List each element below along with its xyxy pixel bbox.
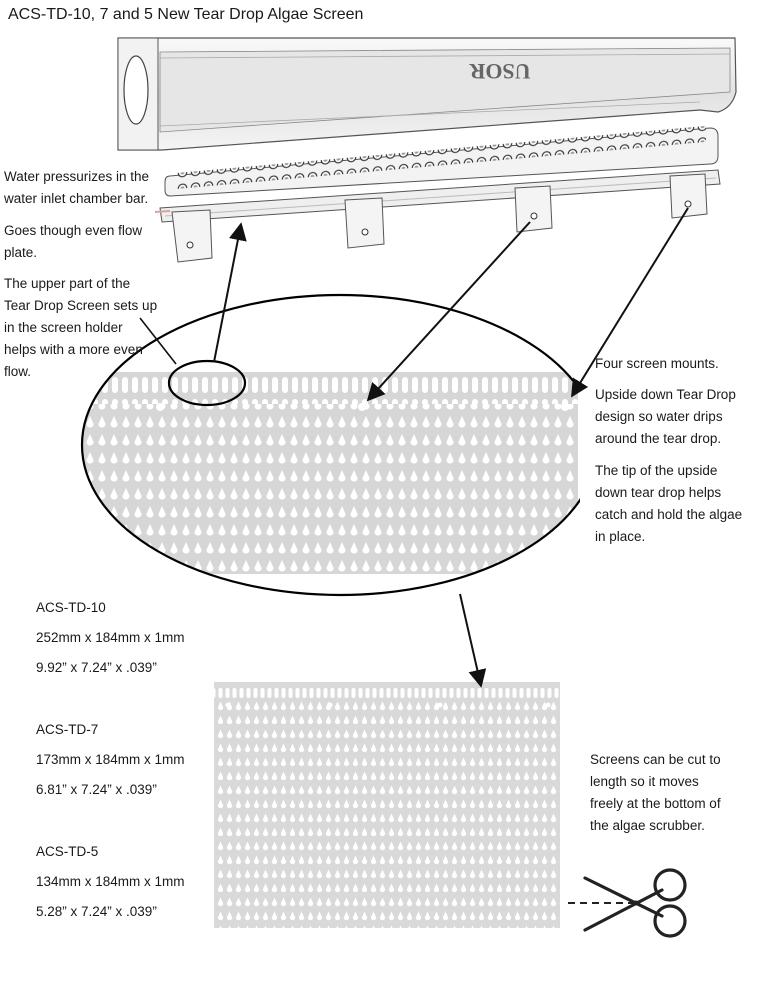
arrow-mount-left [366, 221, 531, 402]
spec-metric: 252mm x 184mm x 1mm [36, 630, 185, 645]
spec-acs-td-5: ACS-TD-5 134mm x 184mm x 1mm 5.28” x 7.2… [36, 841, 185, 931]
magnified-screen-detail [80, 293, 758, 597]
screen-mount [344, 197, 385, 249]
spec-metric: 134mm x 184mm x 1mm [36, 874, 185, 889]
cut-note: Screens can be cut to length so it moves… [590, 752, 721, 833]
scissors-icon [568, 868, 687, 938]
spec-model: ACS-TD-7 [36, 722, 99, 737]
brand-mark: USOR [468, 59, 530, 84]
slot-highlight-circle [167, 359, 247, 407]
screen-mount [514, 185, 553, 233]
full-screen-panel [214, 682, 560, 928]
spec-model: ACS-TD-10 [36, 600, 106, 615]
screen-mount [171, 209, 213, 263]
spec-imperial: 6.81” x 7.24” x .039” [36, 782, 157, 797]
water-pressure-note: Water pressurizes in the water inlet cha… [4, 169, 150, 206]
mounts-note: Four screen mounts. [595, 356, 719, 371]
upside-down-note: Upside down Tear Drop design so water dr… [595, 387, 736, 446]
flow-plate-note: Goes though even flow plate. [4, 223, 143, 260]
arrow-to-full-screen [459, 593, 487, 688]
arrow-mount-right [571, 207, 689, 398]
arrow-to-flow-plate [213, 222, 247, 363]
spec-model: ACS-TD-5 [36, 844, 99, 859]
spec-acs-td-10: ACS-TD-10 252mm x 184mm x 1mm 9.92” x 7.… [36, 597, 185, 687]
even-flow-plate [164, 125, 719, 197]
spec-imperial: 5.28” x 7.24” x .039” [36, 904, 157, 919]
spec-metric: 173mm x 184mm x 1mm [36, 752, 185, 767]
spec-acs-td-7: ACS-TD-7 173mm x 184mm x 1mm 6.81” x 7.2… [36, 719, 185, 809]
page-title: ACS-TD-10, 7 and 5 New Tear Drop Algae S… [8, 6, 364, 23]
upper-part-note: The upper part of the Tear Drop Screen s… [4, 276, 158, 379]
inlet-chamber-bar: USOR [117, 37, 737, 151]
spec-imperial: 9.92” x 7.24” x .039” [36, 660, 157, 675]
arrow-to-upper-part [139, 317, 177, 365]
screen-mount [669, 173, 708, 219]
screen-holder [154, 169, 721, 263]
tip-note: The tip of the upside down tear drop hel… [595, 463, 743, 544]
